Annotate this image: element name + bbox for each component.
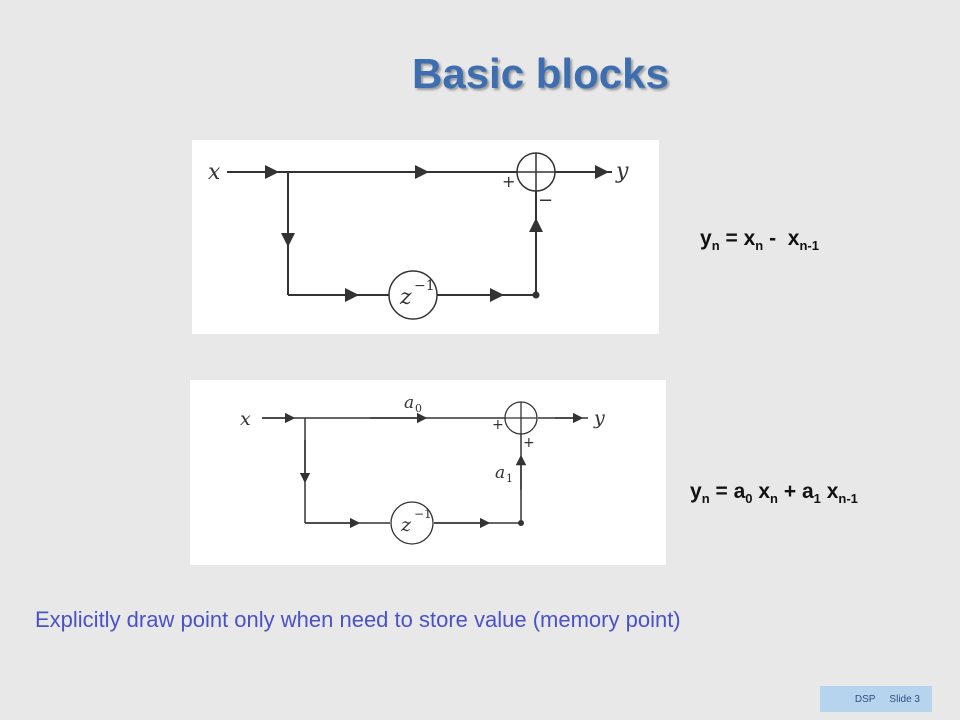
gain-a0-label: a: [404, 393, 414, 413]
weighted-sum-block-diagram: z −1 x y a 0 a 1 + +: [190, 380, 666, 565]
difference-block-diagram: z −1 x y + −: [192, 140, 659, 334]
input-label: x: [208, 160, 221, 185]
output-label: y: [615, 159, 629, 184]
adder-symbol: [504, 401, 538, 435]
svg-text:−1: −1: [414, 507, 432, 521]
adder-symbol: [516, 152, 556, 192]
slide-footer: DSP Slide 3: [820, 686, 932, 712]
input-label: x: [240, 408, 251, 430]
weighted-sum-equation: yn = a0 xn + a1 xn-1: [690, 480, 858, 507]
delay-element: z −1: [390, 501, 434, 545]
svg-text:z: z: [399, 285, 412, 310]
delay-element: z −1: [388, 270, 438, 320]
memory-point: [532, 291, 540, 299]
slide-title: Basic blocks: [412, 50, 669, 97]
gain-a1-label: a: [495, 463, 505, 483]
course-label: DSP: [854, 693, 876, 705]
output-label: y: [593, 407, 605, 429]
plus-sign: +: [523, 435, 535, 451]
plus-sign: +: [492, 417, 504, 433]
svg-text:1: 1: [506, 472, 513, 485]
minus-sign: −: [538, 190, 553, 211]
svg-text:0: 0: [415, 402, 422, 415]
memory-point: [518, 520, 524, 526]
svg-text:−1: −1: [414, 278, 435, 294]
svg-text:z: z: [400, 514, 412, 536]
slide-number: Slide 3: [889, 693, 920, 705]
memory-point-note: Explicitly draw point only when need to …: [35, 607, 681, 632]
plus-sign: +: [502, 172, 515, 191]
difference-equation: yn = xn - xn-1: [700, 227, 819, 254]
